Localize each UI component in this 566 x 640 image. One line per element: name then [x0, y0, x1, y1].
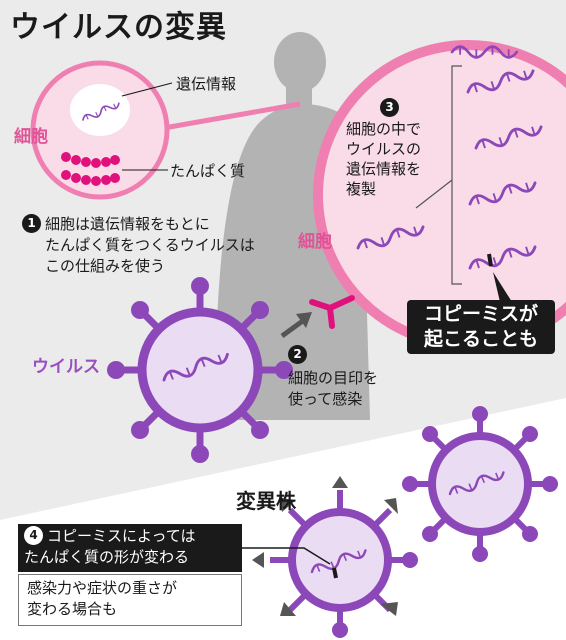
step-3-line-3: 遺伝情報を	[346, 160, 422, 178]
label-cell-small: 細胞	[14, 127, 48, 147]
effect-line-2: 変わる場合も	[27, 600, 118, 618]
variant-virus-center	[252, 476, 418, 638]
label-variant: 変異株	[236, 489, 296, 513]
step-4-line-1: コピーミスによっては	[47, 527, 196, 545]
step-1-line-2: たんぱく質をつくるウイルスは	[45, 236, 255, 254]
effect-line-1: 感染力や症状の重さが	[27, 579, 178, 597]
arrow-icon	[280, 312, 312, 339]
step-3-line-4: 複製	[346, 180, 377, 198]
page-title: ウイルスの変異	[10, 10, 227, 45]
virus-main	[107, 277, 293, 463]
callout-line-2: 起こることも	[423, 328, 538, 350]
mutation-mark	[487, 253, 493, 267]
protein-beads-icon	[61, 152, 120, 186]
label-cell-big: 細胞	[298, 232, 332, 252]
step-3-number: 3	[380, 98, 399, 117]
step-1-number: 1	[22, 214, 41, 233]
magnify-connector	[163, 101, 301, 131]
step-3-line-2: ウイルスの	[346, 140, 422, 158]
step-2-line-1: 細胞の目印を	[288, 369, 379, 387]
step-4-line-2: たんぱく質の形が変わる	[24, 548, 190, 566]
step-4-number: 4	[24, 526, 43, 545]
callout-line-1: コピーミスが	[423, 303, 538, 325]
step-1-line-3: この仕組みを使う	[45, 257, 166, 275]
step-2: 2 細胞の目印を 使って感染	[288, 345, 378, 410]
copy-error-callout: コピーミスが 起こることも	[407, 300, 555, 354]
step-3-line-1: 細胞の中で	[346, 120, 422, 138]
step-3: 3 細胞の中で ウイルスの 遺伝情報を 複製	[346, 98, 421, 199]
label-protein: たんぱく質	[170, 162, 246, 180]
replicated-helices	[354, 45, 545, 275]
host-cell-small	[30, 60, 170, 200]
label-virus: ウイルス	[32, 357, 100, 377]
effect-box: 感染力や症状の重さが 変わる場合も	[18, 574, 242, 626]
variant-virus-right	[402, 406, 558, 562]
step-2-number: 2	[288, 345, 307, 364]
label-genetic-info: 遺伝情報	[176, 75, 237, 93]
step-1-line-1: 細胞は遺伝情報をもとに	[45, 215, 210, 233]
step-2-line-2: 使って感染	[288, 390, 363, 408]
receptor-icon	[309, 295, 355, 329]
mutation-mark-variant	[332, 567, 338, 579]
